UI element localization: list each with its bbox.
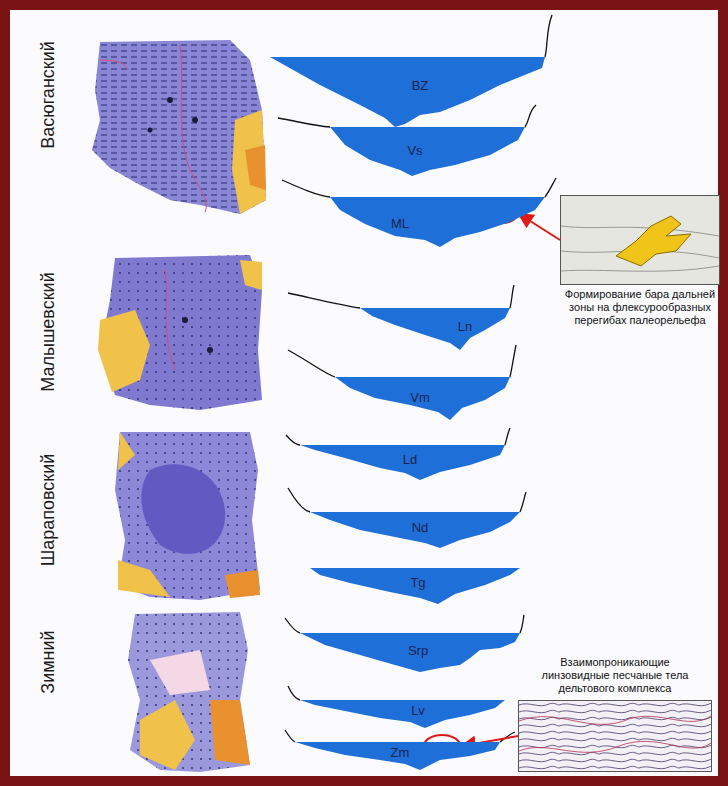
inset-caption: Взаимопроникающие линзовидные песчаные т… [529,656,701,695]
basin-profile: Vs [330,125,526,178]
basin-shape [300,698,506,730]
basin-profile: Lv [300,698,506,730]
basin-profile: Ld [300,443,506,482]
map-malyshev [98,255,262,410]
seismic-image [519,701,711,771]
seismic-image [561,196,719,284]
stage-index: Ln [458,319,472,334]
stage-index: Tg [410,575,425,590]
basin-profile: Zm [295,740,501,772]
stage-index: Srp [408,643,428,658]
basin-shape [330,125,526,178]
stage-index: ML [391,216,409,231]
stage-index: Lv [411,703,425,718]
horizon-name: Шараповский [38,454,59,567]
horizon-name: Зимний [38,630,59,693]
stage-index: Vs [407,143,422,158]
map-sharapov [115,432,260,600]
basin-shape [360,306,511,352]
basin-profile: Srp [300,631,521,674]
paleorelief-line [278,15,556,742]
basin-profile: Nd [310,510,521,550]
stage-index: Nd [412,520,429,535]
stage-index: Vm [410,390,430,405]
pointer-arrow [519,214,560,240]
basin-profile: Ln [360,306,511,352]
stage-index: Ld [403,452,417,467]
horizon-name: Малышевский [38,272,59,391]
seismic-inset: Формирование бара дальней зоны на флексу… [560,195,720,285]
seismic-inset: Взаимопроникающие линзовидные песчаные т… [518,700,712,772]
stage-index: BZ [412,78,429,93]
basin-profile: Tg [310,566,521,606]
map-vasyugan [92,40,266,214]
basin-profile: BZ [270,55,548,129]
basin-profile: Vm [335,375,511,422]
basin-shape [270,55,548,129]
stage-index: Zm [391,745,410,760]
map-zimniy [128,612,250,772]
basin-profile: ML [330,195,546,249]
horizon-name: Васюганский [38,41,59,149]
inset-caption: Формирование бара дальней зоны на флексу… [554,288,726,327]
basin-shape [330,195,546,249]
